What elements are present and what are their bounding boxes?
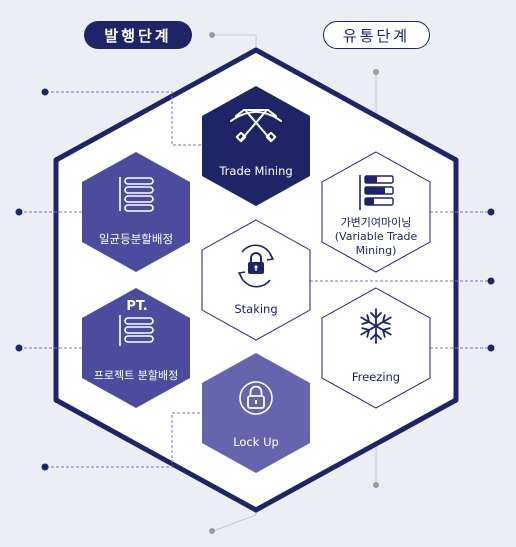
bottom-connector-dot: [209, 528, 215, 534]
freezing-label: Freezing: [351, 369, 401, 384]
hex-daily-split: [82, 152, 190, 272]
connector-lock-up: [46, 412, 201, 468]
lock-cycle-icon: [237, 244, 275, 288]
bar-chart-icon: [359, 175, 394, 210]
staking-label: Staking: [234, 301, 278, 316]
project-split-label: 프로젝트 분할배정: [93, 368, 179, 382]
snowflake-icon: [360, 308, 392, 344]
hex-project-split: [82, 288, 190, 408]
pt-stacked-bars-icon: [119, 315, 154, 346]
hex-lock-up: [202, 353, 310, 473]
padlock-icon: [239, 381, 273, 415]
dot-project-split: [15, 344, 23, 352]
dot-variable-mining: [487, 208, 495, 216]
dot-lock-up: [41, 463, 49, 471]
right-guide-bottom-dot: [373, 482, 379, 488]
distribution-stage-badge: 유통단계: [323, 21, 430, 49]
pt-icon-text: PT.: [126, 298, 148, 314]
trade-mining-label: Trade Mining: [219, 163, 293, 178]
hex-staking: [201, 219, 311, 341]
lock-up-label: Lock Up: [233, 434, 279, 449]
issuance-stage-badge: 발행단계: [84, 21, 192, 49]
hex-variable-mining: [321, 151, 431, 273]
variable-mining-label: 가변기여마이닝 (Variable Trade Mining): [334, 216, 418, 257]
dot-staking: [487, 277, 495, 285]
right-guide-top-dot: [373, 69, 379, 75]
connector-trade-mining: [46, 91, 201, 146]
daily-split-label: 일균등분할배정: [98, 231, 174, 246]
bottom-connector-line: [212, 514, 257, 532]
dot-daily-split: [15, 208, 23, 216]
stacked-bars-icon: [119, 177, 154, 212]
dot-trade-mining: [41, 88, 49, 96]
hex-freezing: [321, 287, 431, 409]
top-connector-dot: [209, 32, 215, 38]
pickaxes-icon: [230, 109, 282, 143]
hex-trade-mining: [202, 86, 310, 206]
dot-freezing: [487, 344, 495, 352]
